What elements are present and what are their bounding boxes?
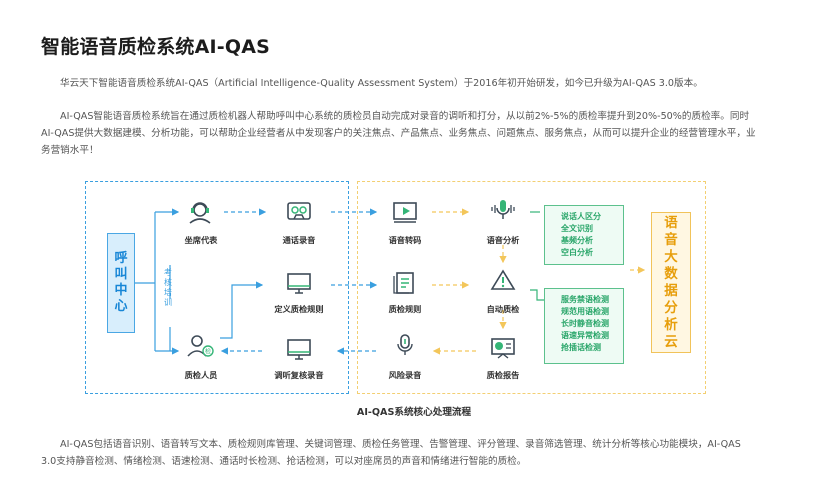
node-qa-report-label: 质检报告 — [486, 370, 520, 380]
svg-text:检: 检 — [205, 348, 211, 356]
node-call-recording-label: 通话录音 — [282, 235, 316, 245]
node-qa-staff-label: 质检人员 — [184, 370, 218, 380]
ai-process-frame — [357, 181, 706, 394]
node-review-recording-label: 调听复核录音 — [274, 370, 324, 380]
qa-item: 长时静音检测 — [561, 319, 609, 328]
documents-icon — [393, 272, 414, 294]
node-speech-transcode-label: 语音转码 — [388, 235, 422, 245]
intro-paragraph: 华云天下智能语音质检系统AI-QAS（Artificial Intelligen… — [60, 78, 703, 89]
analysis-item: 全文识别 — [561, 224, 593, 233]
analysis-item: 说话人区分 — [561, 212, 601, 221]
big-data-cloud-box: 语音大数据分析云 — [651, 212, 691, 353]
qa-detection-items-box: 服务禁语检测 规范用语检测 长时静音检测 语速异常检测 抢插话检测 — [544, 288, 624, 364]
inspector-user-icon: 检 — [187, 335, 214, 357]
node-auto-qa-label: 自动质检 — [486, 304, 520, 314]
monitor-review-icon — [287, 339, 311, 360]
purpose-paragraph: AI-QAS智能语音质检系统旨在通过质检机器人帮助呼叫中心系统的质检员自动完成对… — [41, 111, 756, 156]
microphone-wave-icon — [491, 200, 515, 219]
qa-item: 抢插话检测 — [561, 343, 601, 352]
analysis-item: 基频分析 — [561, 236, 593, 245]
headset-agent-icon — [189, 202, 211, 224]
diagram-caption: AI-QAS系统核心处理流程 — [356, 407, 472, 418]
node-risk-recording-label: 风险录音 — [388, 370, 422, 380]
page-title: 智能语音质检系统AI-QAS — [41, 36, 271, 58]
node-speech-analysis-label: 语音分析 — [486, 235, 520, 245]
tape-recorder-icon — [287, 202, 311, 220]
node-qa-rules-label: 质检规则 — [388, 304, 422, 314]
analysis-item: 空白分析 — [561, 248, 593, 257]
qa-item: 规范用语检测 — [561, 307, 609, 316]
internal-process-frame — [85, 181, 349, 394]
monitor-icon — [287, 273, 311, 294]
warning-icon — [490, 269, 516, 290]
modules-paragraph: AI-QAS包括语音识别、语音转写文本、质检规则库管理、关键词管理、质检任务管理… — [41, 439, 741, 467]
node-custom-rules-label: 定义质检规则 — [274, 304, 324, 314]
call-center-box: 呼叫中心 — [107, 233, 135, 333]
training-label: 考核培训 — [164, 268, 172, 307]
node-agent-label: 坐席代表 — [184, 235, 218, 245]
risk-microphone-icon — [397, 334, 413, 355]
video-play-icon — [393, 202, 417, 223]
qa-item: 服务禁语检测 — [561, 295, 609, 304]
report-chart-icon — [491, 338, 515, 359]
speech-analysis-items-box: 说话人区分 全文识别 基频分析 空白分析 — [544, 205, 624, 265]
qa-item: 语速异常检测 — [561, 331, 609, 340]
